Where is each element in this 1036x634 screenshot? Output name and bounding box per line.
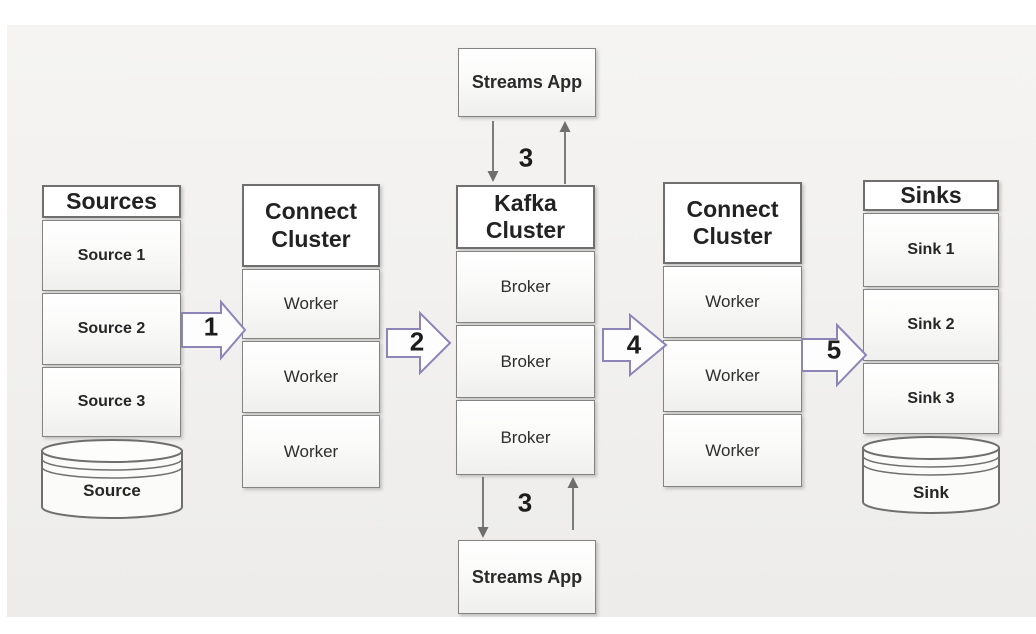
source-2-box: Source 2	[42, 293, 181, 365]
sink-3-box: Sink 3	[863, 363, 999, 434]
flow-step-2-label: 2	[409, 326, 425, 357]
flow-step-5-label: 5	[826, 334, 842, 365]
kafka-broker-2-box: Broker	[456, 325, 595, 398]
sources-column-header: Sources	[42, 185, 181, 218]
sinks-column-header: Sinks	[863, 180, 999, 211]
connect-cluster-source-header: Connect Cluster	[242, 184, 380, 267]
connect-source-worker-3-box: Worker	[242, 415, 380, 488]
flow-step-3-bottom-label: 3	[517, 487, 533, 518]
streams-app-top-box: Streams App	[458, 48, 596, 117]
connect-cluster-sink-header: Connect Cluster	[663, 182, 802, 264]
flow-step-4-label: 4	[626, 329, 642, 360]
connect-sink-worker-1-box: Worker	[663, 266, 802, 338]
streams-app-bottom-box: Streams App	[458, 540, 596, 614]
connect-source-worker-2-box: Worker	[242, 341, 380, 413]
sink-database-label: Sink	[913, 483, 949, 502]
sink-1-box: Sink 1	[863, 213, 999, 287]
flow-step-1-label: 1	[203, 311, 219, 342]
sink-2-box: Sink 2	[863, 289, 999, 361]
source-3-box: Source 3	[42, 367, 181, 437]
source-1-box: Source 1	[42, 220, 181, 291]
kafka-broker-3-box: Broker	[456, 400, 595, 475]
kafka-cluster-header: Kafka Cluster	[456, 185, 595, 249]
kafka-broker-1-box: Broker	[456, 251, 595, 323]
flow-step-3-top-label: 3	[518, 142, 534, 173]
source-database-label: Source	[83, 481, 141, 500]
connect-sink-worker-2-box: Worker	[663, 340, 802, 412]
connect-source-worker-1-box: Worker	[242, 269, 380, 339]
connect-sink-worker-3-box: Worker	[663, 414, 802, 487]
